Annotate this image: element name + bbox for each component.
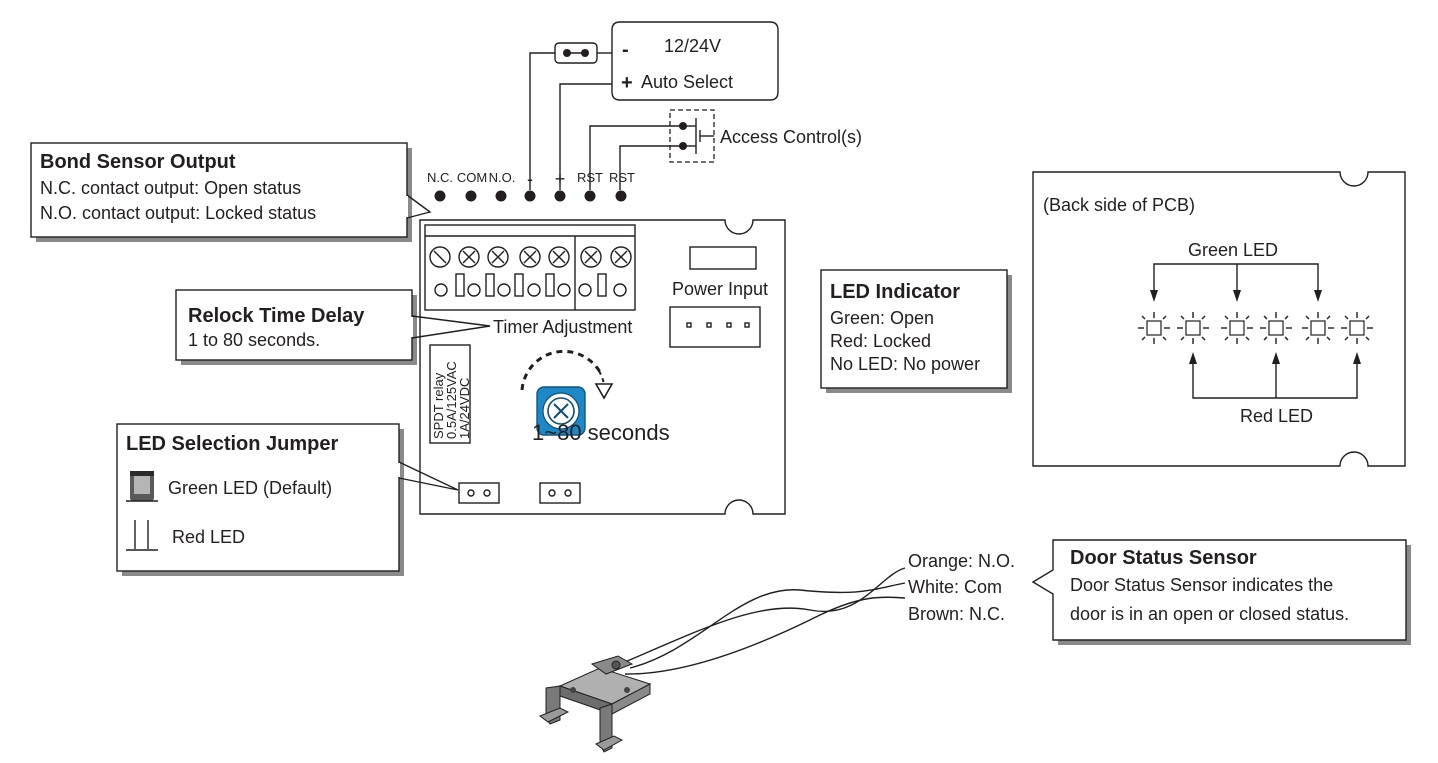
sensor-wires <box>624 567 906 675</box>
led-indicator-line-3: No LED: No power <box>830 354 980 374</box>
voltage-jumper-icon <box>554 42 612 64</box>
jumper-pins-icon <box>126 520 158 551</box>
bond-sensor-callout: Bond Sensor Output N.C. contact output: … <box>30 142 432 242</box>
back-pcb-caption: (Back side of PCB) <box>1043 195 1195 215</box>
red-led-label: Red LED <box>1240 406 1313 426</box>
door-sensor-icon <box>538 655 652 753</box>
relock-callout: Relock Time Delay 1 to 80 seconds. <box>175 289 491 365</box>
terminal-screws <box>429 246 632 268</box>
power-input: Power Input <box>669 246 768 348</box>
led-icon <box>1302 312 1334 344</box>
voltage-minus-sign: - <box>622 39 629 61</box>
timer-range-label: 1~80 seconds <box>532 420 670 445</box>
relay-line-2: 0.5A/125VAC <box>444 361 459 439</box>
led-indicator-box: LED Indicator Green: Open Red: Locked No… <box>820 269 1012 393</box>
terminal-dots <box>434 190 627 202</box>
led-jumper-green-label: Green LED (Default) <box>168 478 332 498</box>
terminal-label-rst-1: RST <box>577 170 603 185</box>
power-input-label: Power Input <box>672 279 768 299</box>
access-control-switch: Access Control(s) <box>589 109 862 190</box>
terminal-slots <box>434 273 627 297</box>
voltage-plus-sign: + <box>621 72 633 94</box>
access-control-label: Access Control(s) <box>720 127 862 147</box>
door-sensor-line-1: Door Status Sensor indicates the <box>1070 575 1333 595</box>
terminal-label-no: N.O. <box>489 170 516 185</box>
wire-orange-label: Orange: N.O. <box>908 551 1015 571</box>
led-indicator-line-2: Red: Locked <box>830 331 931 351</box>
relock-line-1: 1 to 80 seconds. <box>188 330 320 350</box>
auto-select-label: Auto Select <box>641 72 733 92</box>
terminal-label-com: COM <box>457 170 487 185</box>
relay-line-3: 1A/24VDC <box>457 378 472 439</box>
green-led-label: Green LED <box>1188 240 1278 260</box>
door-sensor-wire-labels: Orange: N.O. White: Com Brown: N.C. <box>908 551 1015 624</box>
back-pcb: (Back side of PCB) Green LED Red LED <box>1032 171 1406 467</box>
door-sensor-title: Door Status Sensor <box>1070 547 1257 569</box>
relay-line-1: SPDT relay <box>431 372 446 439</box>
relock-title: Relock Time Delay <box>188 305 365 327</box>
jumper-headers <box>458 482 581 504</box>
led-icon <box>1221 312 1253 344</box>
led-icon <box>1138 312 1170 344</box>
terminal-block <box>424 224 636 311</box>
led-icon <box>1341 312 1373 344</box>
led-jumper-red-label: Red LED <box>172 527 245 547</box>
led-icon <box>1260 312 1292 344</box>
terminal-label-minus: - <box>527 169 533 189</box>
led-jumper-title: LED Selection Jumper <box>126 433 338 455</box>
jumper-cap-icon <box>126 471 158 502</box>
led-icon <box>1177 312 1209 344</box>
led-jumper-callout: LED Selection Jumper Green LED (Default)… <box>116 423 459 576</box>
led-indicator-title: LED Indicator <box>830 281 960 303</box>
spdt-relay: SPDT relay 0.5A/125VAC 1A/24VDC <box>429 344 472 444</box>
bond-sensor-line-2: N.O. contact output: Locked status <box>40 203 316 223</box>
wire-white-label: White: Com <box>908 577 1002 597</box>
voltage-box: - 12/24V + Auto Select <box>611 21 779 101</box>
terminal-label-rst-2: RST <box>609 170 635 185</box>
voltage-label: 12/24V <box>664 36 721 56</box>
terminal-label-plus: + <box>555 169 566 189</box>
timer-adjustment-label: Timer Adjustment <box>493 317 632 337</box>
door-sensor-callout: Door Status Sensor Door Status Sensor in… <box>1031 539 1411 645</box>
timer-potentiometer: 1~80 seconds <box>520 349 670 445</box>
terminal-labels: N.C. COM N.O. - + RST RST <box>427 169 635 189</box>
wire-brown-label: Brown: N.C. <box>908 604 1005 624</box>
supply-wires <box>529 52 612 190</box>
bond-sensor-title: Bond Sensor Output <box>40 151 236 173</box>
terminal-label-nc: N.C. <box>427 170 453 185</box>
bond-sensor-line-1: N.C. contact output: Open status <box>40 178 301 198</box>
door-sensor-line-2: door is in an open or closed status. <box>1070 604 1349 624</box>
led-indicator-line-1: Green: Open <box>830 308 934 328</box>
